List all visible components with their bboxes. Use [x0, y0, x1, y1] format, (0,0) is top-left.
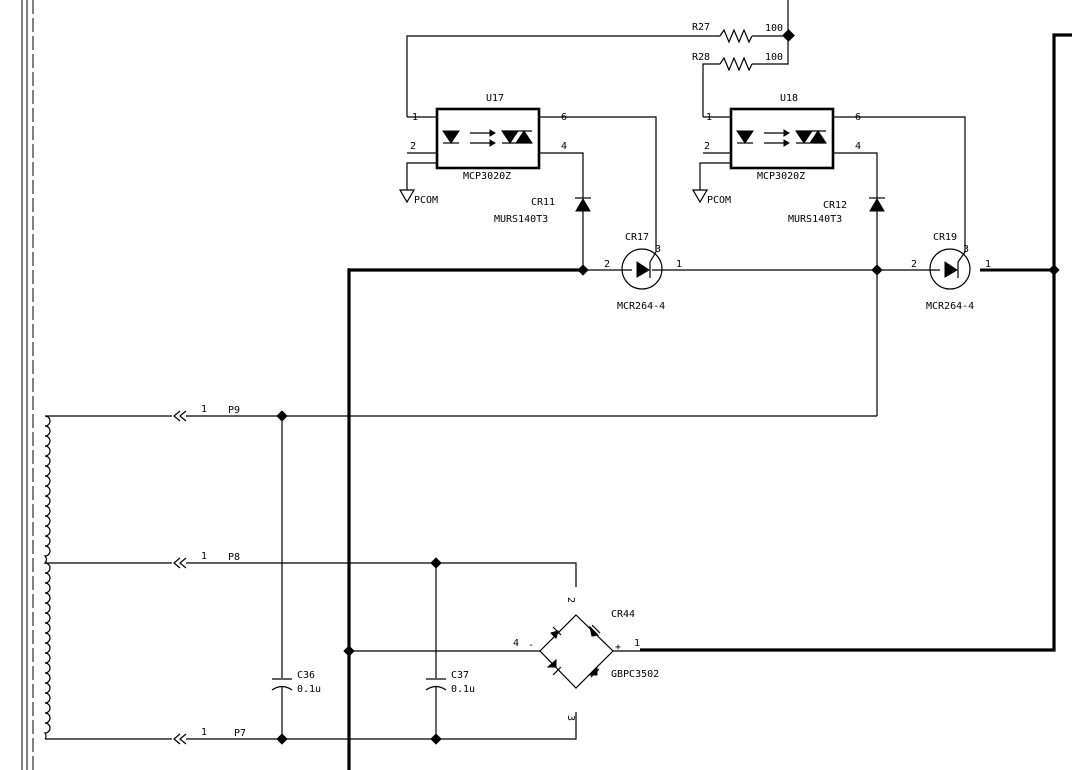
cr11-ref: CR11	[531, 197, 555, 208]
c37-ref: C37	[451, 670, 469, 681]
cr11-part: MURS140T3	[494, 214, 548, 225]
c36-ref: C36	[297, 670, 315, 681]
cr19-part: MCR264-4	[926, 301, 974, 312]
p8-pin: 1	[201, 551, 207, 562]
p9-pin: 1	[201, 404, 207, 415]
diode-cr12: CR12 MURS140T3	[788, 197, 885, 416]
u17-pin4: 4	[561, 141, 567, 152]
sheet-border	[21, 0, 34, 770]
cr44-pin3: 3	[565, 715, 576, 721]
junctions	[276, 264, 1060, 745]
u18-pin4: 4	[855, 141, 861, 152]
u17-part: MCP3020Z	[463, 171, 511, 182]
u18-pin6: 6	[855, 112, 861, 123]
cr17-pin2: 2	[604, 259, 610, 270]
ground-pcom-2-label: PCOM	[707, 195, 731, 206]
power-bus	[347, 33, 1072, 770]
p9-ref: P9	[228, 405, 240, 416]
u17-pin2: 2	[410, 141, 416, 152]
u18-ref: U18	[780, 93, 798, 104]
cr17-ref: CR17	[625, 232, 649, 243]
cr44-plus: +	[615, 642, 621, 653]
scr-cr17: CR17 MCR264-4 2 1 3	[583, 232, 877, 312]
cr19-pin1: 1	[985, 259, 991, 270]
cr17-pin1: 1	[676, 259, 682, 270]
cr44-pin2: 2	[565, 597, 576, 603]
c36-value: 0.1u	[297, 684, 321, 695]
cr19-ref: CR19	[933, 232, 957, 243]
cr19-pin2: 2	[911, 259, 917, 270]
resistor-r27: R27 100	[406, 22, 788, 117]
connector-p8: 1 P8	[45, 551, 577, 587]
bridge-rectifier-cr44: CR44 GBPC3502 4 - + 1 2 3	[349, 597, 659, 721]
p7-pin: 1	[201, 727, 207, 738]
u18-part: MCP3020Z	[757, 171, 805, 182]
connector-p7: 1 P7	[45, 712, 577, 745]
r27-value: 100	[765, 23, 783, 34]
resistor-r28: R28 100	[692, 0, 789, 117]
optocoupler-u18: U18 MCP3020Z 1 2 6 4	[703, 93, 966, 252]
cr17-part: MCR264-4	[617, 301, 665, 312]
cr44-pin4: 4	[513, 638, 519, 649]
cr44-minus: -	[528, 640, 534, 651]
cr12-part: MURS140T3	[788, 214, 842, 225]
r27-ref: R27	[692, 22, 710, 33]
cr19-pin3: 3	[963, 244, 969, 255]
cr44-ref: CR44	[611, 609, 635, 620]
u18-pin1: 1	[706, 112, 712, 123]
connector-p9: 1 P9	[45, 404, 877, 422]
cr44-pin1: 1	[634, 638, 640, 649]
p8-ref: P8	[228, 552, 240, 563]
u17-pin1: 1	[412, 112, 418, 123]
p7-ref: P7	[234, 728, 246, 739]
ground-pcom-2: PCOM	[691, 162, 731, 206]
optocoupler-u17: U17 MCP3020Z 1 2 6 4	[407, 93, 657, 252]
junction-dot	[782, 29, 795, 42]
u17-ref: U17	[486, 93, 504, 104]
ground-pcom-1-label: PCOM	[414, 195, 438, 206]
ground-pcom-1: PCOM	[398, 162, 438, 206]
r28-value: 100	[765, 52, 783, 63]
cr17-pin3: 3	[655, 244, 661, 255]
cr12-ref: CR12	[823, 200, 847, 211]
scr-cr19: CR19 MCR264-4 2 1 3	[877, 232, 991, 312]
diode-cr11: CR11 MURS140T3	[494, 197, 591, 270]
c37-value: 0.1u	[451, 684, 475, 695]
r28-ref: R28	[692, 52, 710, 63]
u18-pin2: 2	[704, 141, 710, 152]
capacitor-c37: C37 0.1u	[425, 563, 475, 739]
capacitor-c36: C36 0.1u	[271, 416, 321, 739]
cr44-part: GBPC3502	[611, 669, 659, 680]
u17-pin6: 6	[561, 112, 567, 123]
transformer-winding	[43, 415, 51, 740]
